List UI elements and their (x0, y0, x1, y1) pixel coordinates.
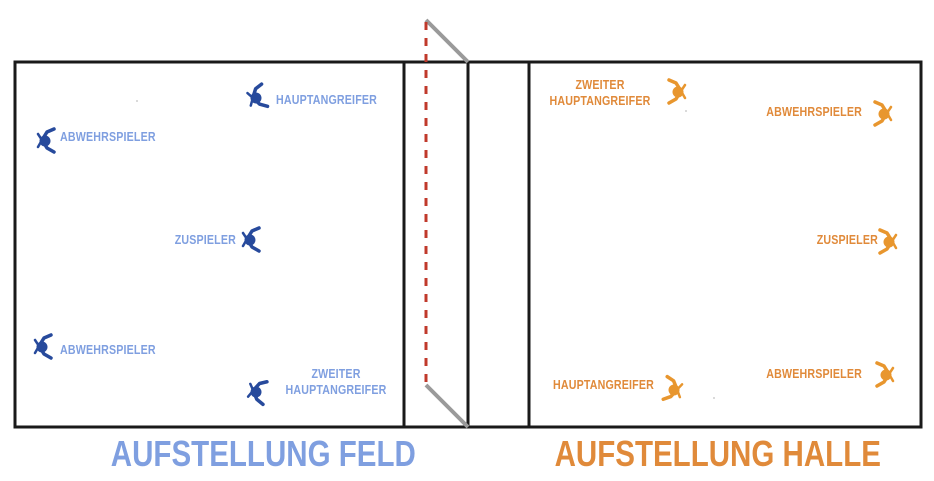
label-blue-abwehrspieler-bottom: ABWEHRSPIELER (60, 342, 156, 357)
label-line: HAUPTANGREIFER (549, 93, 651, 108)
stray-dot (136, 100, 138, 102)
right-court-outline (466, 60, 923, 429)
net-post-bottom (424, 383, 470, 429)
player-icon-blue-zuspieler (241, 226, 261, 253)
title-aufstellung-feld: AUFSTELLUNG FELD (110, 433, 416, 474)
player-icon-orange-abwehrspieler-bottom (875, 361, 895, 388)
label-line: HAUPTANGREIFER (285, 382, 387, 397)
label-orange-abwehrspieler-bottom: ABWEHRSPIELER (766, 366, 862, 381)
player-icon-orange-abwehrspieler-top (873, 100, 893, 127)
player-icon-blue-abwehrspieler-bottom (33, 333, 53, 360)
label-orange-hauptangreifer: HAUPTANGREIFER (552, 377, 654, 392)
stray-dot (713, 397, 715, 399)
player-icon-orange-hauptangreifer (661, 374, 685, 404)
left-court-outline (13, 60, 406, 429)
player-icon-blue-zweiter-hauptangreifer (245, 377, 269, 407)
title-aufstellung-halle: AUFSTELLUNG HALLE (554, 433, 881, 474)
player-icon-orange-zuspieler (878, 228, 898, 255)
label-orange-zweiter-hauptangreifer: ZWEITER HAUPTANGREIFER (544, 77, 656, 109)
label-line: ZWEITER (311, 366, 361, 381)
player-icon-blue-hauptangreifer (244, 82, 270, 113)
player-icon-blue-abwehrspieler-top (36, 127, 56, 154)
label-orange-zuspieler: ZUSPIELER (816, 232, 878, 247)
stray-dot (685, 110, 687, 112)
player-icon-orange-zweiter-hauptangreifer (667, 78, 687, 105)
label-blue-zuspieler: ZUSPIELER (174, 232, 236, 247)
label-line: ZWEITER (575, 77, 625, 92)
net-post-top (424, 18, 470, 64)
label-blue-abwehrspieler-top: ABWEHRSPIELER (60, 129, 156, 144)
label-blue-zweiter-hauptangreifer: ZWEITER HAUPTANGREIFER (280, 366, 392, 398)
label-orange-abwehrspieler-top: ABWEHRSPIELER (766, 104, 862, 119)
label-blue-hauptangreifer: HAUPTANGREIFER (276, 92, 378, 107)
